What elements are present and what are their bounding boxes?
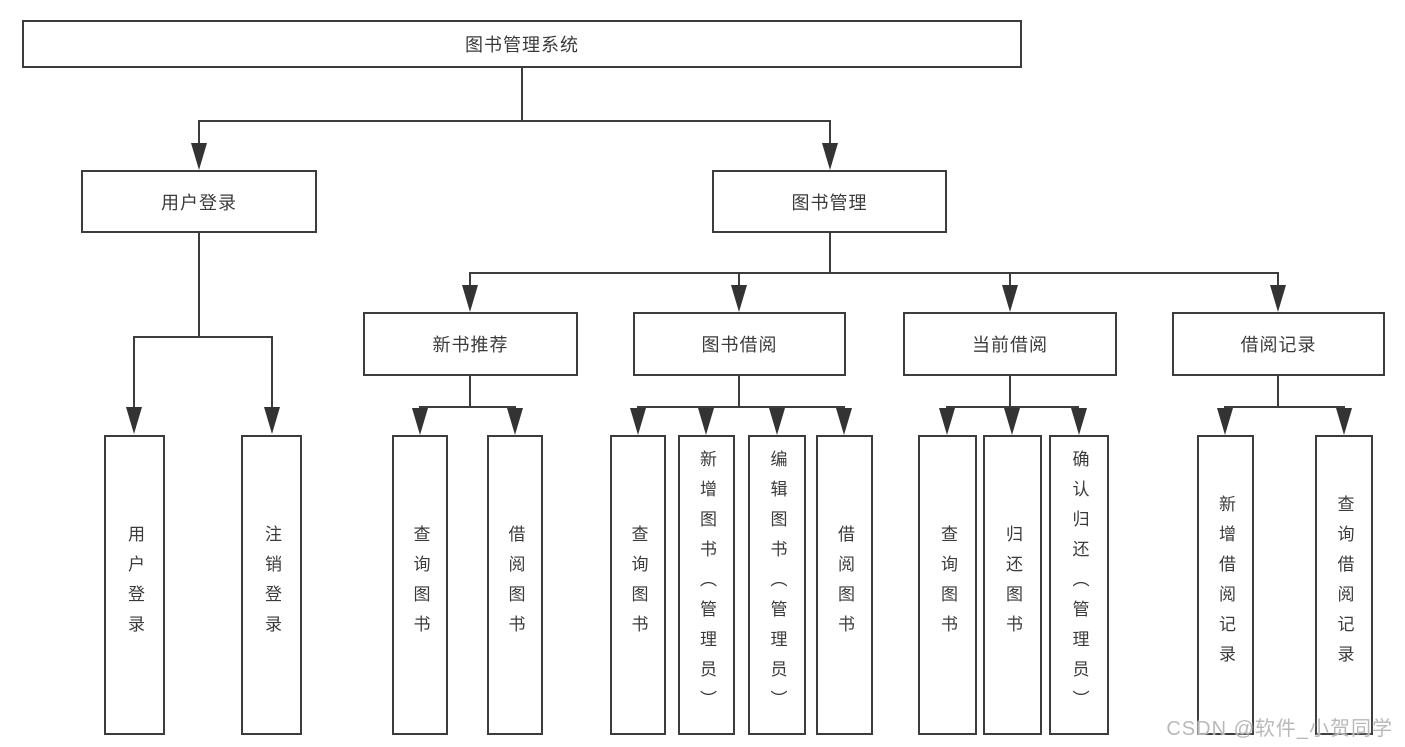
connector-drop-leaf-login (133, 336, 135, 409)
connector-group-b-rail (419, 406, 516, 408)
arrowhead-c2 (698, 408, 714, 435)
node-borrowing-records: 借阅记录 (1172, 312, 1385, 376)
leaf-query-books-borrowing-label: 查询图书 (628, 525, 648, 645)
node-user-login: 用户登录 (81, 170, 317, 233)
leaf-user-login-label: 用户登录 (125, 525, 144, 645)
leaf-query-borrow-record-label: 查询借阅记录 (1334, 495, 1354, 675)
leaf-query-books-current-label: 查询图书 (938, 525, 957, 645)
arrowhead-b1 (412, 408, 428, 435)
leaf-borrow-books: 借阅图书 (816, 435, 873, 735)
arrowhead-d3 (1071, 408, 1087, 435)
connector-drop-current-borrowing (1009, 272, 1011, 287)
leaf-return-books: 归还图书 (983, 435, 1042, 735)
leaf-borrow-books-label: 借阅图书 (835, 525, 854, 645)
leaf-query-books-current: 查询图书 (918, 435, 977, 735)
leaf-return-books-label: 归还图书 (1003, 525, 1022, 645)
leaf-borrow-books-recommend-label: 借阅图书 (505, 525, 525, 645)
connector-drop-leaf-logout (271, 336, 273, 409)
connector-group-c-rail (637, 406, 845, 408)
connector-user-login-stem (198, 233, 200, 336)
connector-drop-borrowing-records (1277, 272, 1279, 287)
node-book-borrowing: 图书借阅 (633, 312, 846, 376)
node-library-system-label: 图书管理系统 (465, 35, 579, 55)
leaf-edit-books-admin-label: 编辑图书（管理员） (767, 450, 787, 720)
arrowhead-leaf-logout (264, 407, 280, 434)
leaf-query-books-borrowing: 查询图书 (610, 435, 666, 735)
connector-drop-book-management (829, 120, 831, 146)
connector-user-login-rail (134, 336, 273, 338)
leaf-query-books-recommend-label: 查询图书 (410, 525, 430, 645)
arrowhead-book-borrowing (731, 285, 747, 312)
node-book-borrowing-label: 图书借阅 (701, 335, 778, 355)
leaf-logout: 注销登录 (241, 435, 302, 735)
node-library-system: 图书管理系统 (22, 20, 1022, 68)
arrowhead-borrowing-records (1270, 285, 1286, 312)
arrowhead-c4 (836, 408, 852, 435)
node-user-login-label: 用户登录 (161, 192, 237, 213)
leaf-add-borrow-record: 新增借阅记录 (1197, 435, 1254, 735)
arrowhead-user-login (191, 143, 207, 170)
node-current-borrowing-label: 当前借阅 (972, 335, 1048, 355)
leaf-confirm-return-admin: 确认归还（管理员） (1049, 435, 1109, 735)
arrowhead-c1 (630, 408, 646, 435)
connector-root-stem (521, 68, 523, 120)
arrowhead-c3 (769, 408, 785, 435)
arrowhead-e1 (1217, 408, 1233, 435)
arrowhead-d1 (939, 408, 955, 435)
watermark: CSDN @软件_小贺同学 (1166, 718, 1393, 740)
leaf-query-books-recommend: 查询图书 (392, 435, 448, 735)
node-new-book-recommendation-label: 新书推荐 (432, 335, 509, 355)
node-current-borrowing: 当前借阅 (903, 312, 1117, 376)
connector-group-d-stem (1009, 376, 1011, 406)
leaf-add-books-admin: 新增图书（管理员） (678, 435, 735, 735)
arrowhead-b2 (507, 408, 523, 435)
leaf-user-login: 用户登录 (104, 435, 165, 735)
node-new-book-recommendation: 新书推荐 (363, 312, 578, 376)
arrowhead-new-book (462, 285, 478, 312)
connector-root-rail (198, 120, 831, 122)
connector-group-c-stem (738, 376, 740, 406)
arrowhead-leaf-login (126, 407, 142, 434)
leaf-add-books-admin-label: 新增图书（管理员） (697, 450, 716, 720)
leaf-add-borrow-record-label: 新增借阅记录 (1216, 495, 1235, 675)
leaf-edit-books-admin: 编辑图书（管理员） (748, 435, 806, 735)
connector-group-e-rail (1224, 406, 1345, 408)
connector-group-e-stem (1277, 376, 1279, 406)
node-borrowing-records-label: 借阅记录 (1240, 335, 1317, 355)
node-book-management: 图书管理 (712, 170, 947, 233)
arrowhead-d2 (1004, 408, 1020, 435)
arrowhead-book-management (822, 143, 838, 170)
leaf-query-borrow-record: 查询借阅记录 (1315, 435, 1373, 735)
connector-drop-book-borrowing (738, 272, 740, 287)
connector-drop-new-book (469, 272, 471, 287)
leaf-confirm-return-admin-label: 确认归还（管理员） (1069, 450, 1089, 720)
leaf-borrow-books-recommend: 借阅图书 (487, 435, 543, 735)
connector-book-management-stem (829, 233, 831, 272)
arrowhead-e2 (1336, 408, 1352, 435)
connector-group-d-rail (946, 406, 1079, 408)
arrowhead-current-borrowing (1002, 285, 1018, 312)
leaf-logout-label: 注销登录 (262, 525, 281, 645)
connector-group-b-stem (469, 376, 471, 406)
connector-book-management-rail (469, 272, 1279, 274)
node-book-management-label: 图书管理 (791, 192, 868, 213)
connector-drop-user-login (198, 120, 200, 146)
